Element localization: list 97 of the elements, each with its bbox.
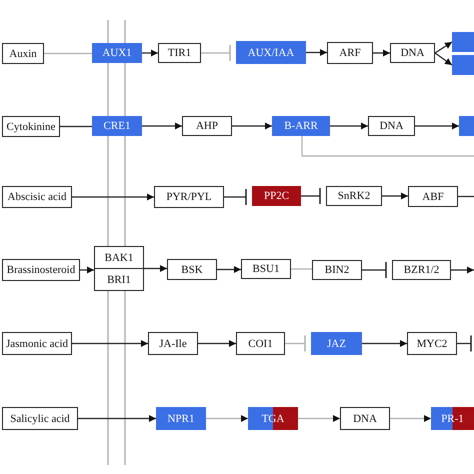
gene-label: BSK <box>180 262 204 278</box>
gene-label: DNA <box>400 46 426 61</box>
arrow <box>390 415 431 422</box>
gene-label: DNA <box>352 412 378 426</box>
gene-label: BZR1/2 <box>402 263 440 278</box>
gene-box <box>167 259 217 280</box>
gene-label: Jasmonic acid <box>4 336 69 352</box>
arrow <box>72 340 148 347</box>
gene-label: SnRK2 <box>336 189 372 204</box>
gene-label: Brassinosteroid <box>6 263 76 278</box>
arrow <box>72 194 154 200</box>
arrow <box>451 266 474 274</box>
arrow <box>198 340 236 347</box>
gene-label: BRI1 <box>95 268 143 290</box>
gene-box <box>182 116 232 136</box>
gene-label: B-ARR <box>283 119 319 134</box>
arrow <box>434 42 452 54</box>
gene-box <box>2 43 44 64</box>
arrow <box>206 415 248 422</box>
highlighted-gene-box <box>92 43 142 63</box>
protein-box <box>452 55 474 75</box>
gene-label: DNA <box>378 119 404 134</box>
gene-label: Abscisic acid <box>6 190 68 205</box>
inhibition-line <box>457 334 472 352</box>
arrow <box>142 122 182 130</box>
gene-box <box>148 332 198 355</box>
gene-label: JA-Ile <box>158 336 188 352</box>
gene-box <box>154 186 224 208</box>
gene-box <box>392 260 451 280</box>
arrow <box>78 415 156 422</box>
gene-box <box>2 186 72 208</box>
connector-line <box>60 126 92 128</box>
inhibition-line <box>201 44 231 62</box>
gene-box <box>340 407 390 430</box>
protein-box <box>452 32 474 52</box>
gene-label: TIR1 <box>166 46 192 61</box>
arrow <box>362 340 407 347</box>
gene-label: AUX1 <box>101 46 133 61</box>
connector-line <box>301 136 474 157</box>
gene-label: ARF <box>338 46 362 61</box>
arrow <box>330 122 368 130</box>
connector-line <box>44 52 92 54</box>
protein-box <box>459 116 474 136</box>
gene-label: NPR1 <box>166 412 196 426</box>
gene-box <box>2 332 72 355</box>
arrow <box>80 266 94 274</box>
inhibition-line <box>362 261 387 279</box>
gene-label: AHP <box>194 119 219 134</box>
gene-label: ABF <box>421 190 445 204</box>
arrow <box>144 265 167 272</box>
inhibition-line <box>224 188 247 206</box>
gene-box <box>312 260 362 280</box>
gene-label: AUX/IAA <box>246 46 296 60</box>
gene-box <box>368 116 415 136</box>
arrow <box>306 49 327 56</box>
gene-box <box>327 42 373 64</box>
gene-label: Cytokinine <box>6 120 56 134</box>
highlighted-gene-box <box>252 186 301 206</box>
gene-box <box>326 186 382 206</box>
gene-box <box>236 332 285 355</box>
gene-label: BIN2 <box>324 263 350 278</box>
gene-label: Auxin <box>8 46 38 62</box>
arrow <box>298 415 340 422</box>
gene-label: PYR/PYL <box>165 190 213 205</box>
gene-label: Salicylic acid <box>9 412 71 426</box>
gene-label: CRE1 <box>102 119 132 134</box>
gene-box <box>94 246 144 291</box>
gene-box <box>407 332 457 355</box>
gene-label: PP2C <box>262 189 290 204</box>
gene-label: MYC2 <box>416 336 448 352</box>
arrow <box>373 50 390 56</box>
arrow <box>217 266 241 273</box>
arrow <box>434 52 452 66</box>
gene-box <box>408 186 458 207</box>
arrow <box>142 50 158 56</box>
arrow <box>415 122 459 130</box>
gene-box <box>2 407 78 430</box>
gene-box <box>2 116 60 137</box>
highlighted-gene-box <box>236 41 306 64</box>
gene-box <box>390 43 435 63</box>
connector-line <box>458 196 474 198</box>
gene-box <box>158 43 201 63</box>
inhibition-line <box>285 334 306 352</box>
gene-label: COI1 <box>247 336 274 352</box>
highlighted-gene-box <box>92 116 142 136</box>
gene-label: BSU1 <box>252 262 280 277</box>
highlighted-gene-box <box>272 116 330 136</box>
connector-line <box>291 268 312 270</box>
inhibition-line <box>301 187 321 205</box>
gene-label: BAK1 <box>104 250 134 266</box>
highlighted-gene-box <box>311 332 362 355</box>
highlighted-gene-box <box>156 407 206 430</box>
gene-label: JAZ <box>326 336 347 352</box>
arrow <box>232 122 272 130</box>
arrow <box>382 192 408 200</box>
gene-box <box>241 259 291 279</box>
gene-box <box>2 259 80 281</box>
